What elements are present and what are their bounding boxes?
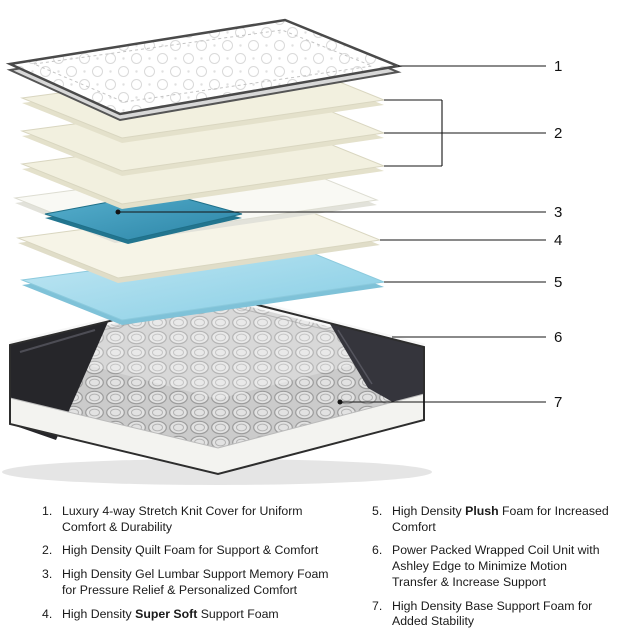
callout-number-1: 1	[554, 58, 562, 75]
callout-number-2: 2	[554, 125, 562, 142]
legend-text: High Density Quilt Foam for Support & Co…	[62, 543, 319, 558]
left-fabric-highlight	[19, 329, 96, 353]
legend-number: 4.	[42, 606, 53, 621]
legend-number: 1.	[42, 504, 53, 518]
mattress-diagram: 1 2 3 4 5 6 7	[2, 18, 562, 485]
callout-number-4: 4	[554, 232, 562, 249]
callout-lines	[118, 65, 546, 403]
callout-numbers: 1 2 3 4 5 6 7	[554, 58, 562, 411]
callout-number-3: 3	[554, 204, 562, 221]
legend-number: 3.	[42, 567, 53, 582]
callout-dot-3	[115, 209, 121, 215]
legend-number: 5.	[372, 504, 383, 518]
legend-text: Luxury 4-way Stretch Knit Cover for Unif…	[62, 504, 303, 534]
callout-number-7: 7	[554, 394, 562, 411]
legend-text: High Density Base Support Foam for Added…	[392, 598, 593, 629]
callout-number-6: 6	[554, 329, 562, 346]
legend-item-4: 4. High Density Super Soft Support Foam	[42, 607, 346, 623]
legend: 1. Luxury 4-way Stretch Knit Cover for U…	[0, 500, 630, 630]
callout-dot-7	[337, 399, 343, 405]
legend-item-5: 5. High Density Plush Foam for Increased…	[372, 504, 610, 535]
legend-text: Power Packed Wrapped Coil Unit with Ashl…	[392, 543, 600, 589]
legend-item-7: 7. High Density Base Support Foam for Ad…	[372, 599, 610, 630]
legend-column-left: 1. Luxury 4-way Stretch Knit Cover for U…	[42, 504, 346, 630]
legend-text: High Density Super Soft Support Foam	[62, 606, 279, 621]
callout-number-5: 5	[554, 274, 562, 291]
legend-text: High Density Gel Lumbar Support Memory F…	[62, 567, 329, 597]
layer-coil-unit	[9, 291, 425, 476]
legend-item-6: 6. Power Packed Wrapped Coil Unit with A…	[372, 543, 610, 590]
legend-item-1: 1. Luxury 4-way Stretch Knit Cover for U…	[42, 504, 346, 535]
right-fabric-highlight	[337, 329, 373, 385]
legend-number: 7.	[372, 598, 383, 613]
legend-number: 2.	[42, 543, 53, 558]
legend-number: 6.	[372, 543, 383, 558]
cover-stitch-line	[32, 29, 374, 103]
legend-column-right: 5. High Density Plush Foam for Increased…	[372, 504, 610, 630]
right-corner-fabric	[330, 324, 424, 420]
exploded-diagram-area: 1 2 3 4 5 6 7	[2, 18, 562, 485]
legend-text: High Density Plush Foam for Increased Co…	[392, 504, 609, 534]
legend-item-3: 3. High Density Gel Lumbar Support Memor…	[42, 567, 346, 598]
legend-item-2: 2. High Density Quilt Foam for Support &…	[42, 543, 346, 559]
